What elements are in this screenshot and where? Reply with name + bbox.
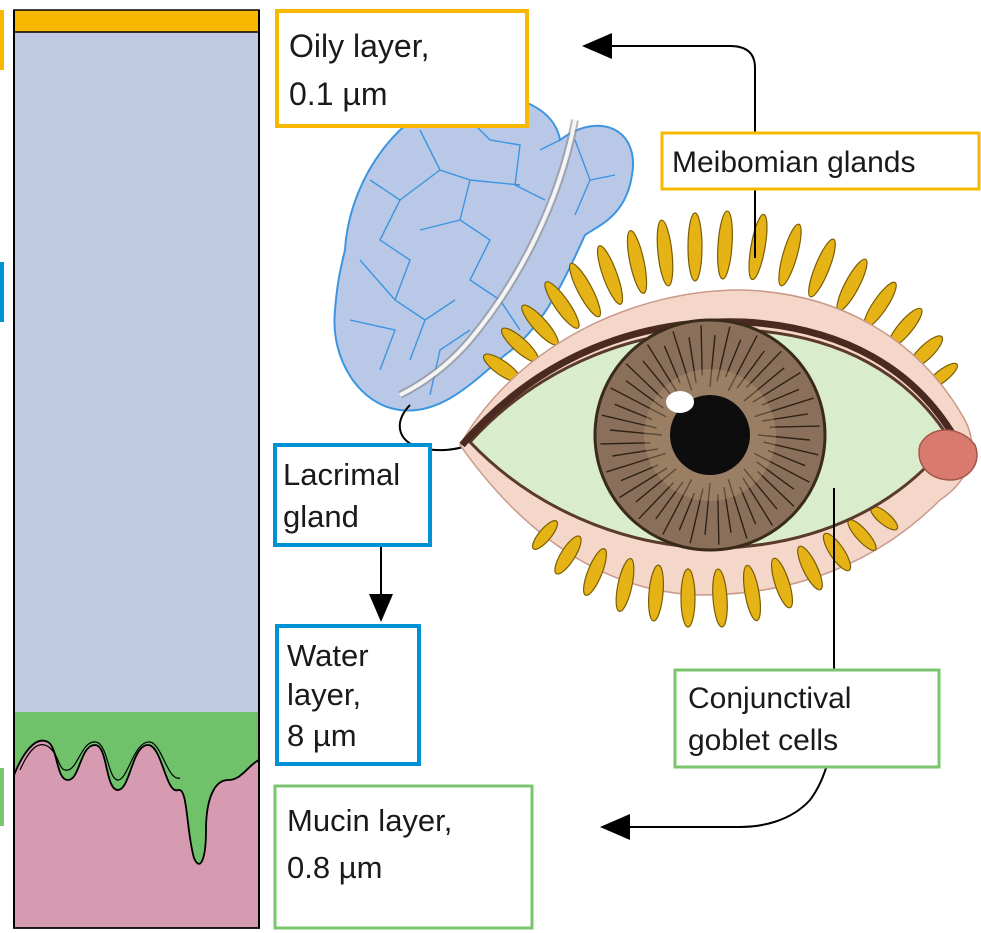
mucin-text-2: 0.8 µm xyxy=(287,850,382,885)
oily-layer-text-2: 0.1 µm xyxy=(289,76,387,112)
mucin-text-1: Mucin layer, xyxy=(287,803,452,838)
lacrimal-text-2: gland xyxy=(283,499,359,534)
label-meibomian-glands: Meibomian glands xyxy=(662,133,979,189)
arrowhead-mucin xyxy=(600,814,630,840)
goblet-text-2: goblet cells xyxy=(688,724,838,757)
water-layer-band xyxy=(14,30,259,712)
label-lacrimal-gland: Lacrimal gland xyxy=(275,445,430,545)
label-mucin-layer: Mucin layer, 0.8 µm xyxy=(275,786,532,928)
edge-marker-water xyxy=(0,262,4,322)
water-text-3: 8 µm xyxy=(287,718,357,753)
arrowhead-water xyxy=(369,594,393,622)
water-text-1: Water xyxy=(287,638,369,673)
tear-film-column xyxy=(0,10,259,928)
label-oily-layer: Oily layer, 0.1 µm xyxy=(277,11,527,126)
caruncle xyxy=(919,430,977,480)
edge-marker-oily xyxy=(0,10,4,70)
meibomian-text: Meibomian glands xyxy=(672,146,915,179)
lacrimal-text-1: Lacrimal xyxy=(283,457,400,492)
oily-layer-band xyxy=(14,10,259,32)
label-water-layer: Water layer, 8 µm xyxy=(277,626,419,764)
eye-highlight xyxy=(666,391,694,413)
arrowhead-oily xyxy=(582,33,612,59)
edge-marker-mucin xyxy=(0,768,4,826)
oily-layer-text-1: Oily layer, xyxy=(289,28,429,64)
goblet-text-1: Conjunctival xyxy=(688,682,851,715)
label-conjunctival-goblet-cells: Conjunctival goblet cells xyxy=(675,670,939,767)
water-text-2: layer, xyxy=(287,677,361,712)
